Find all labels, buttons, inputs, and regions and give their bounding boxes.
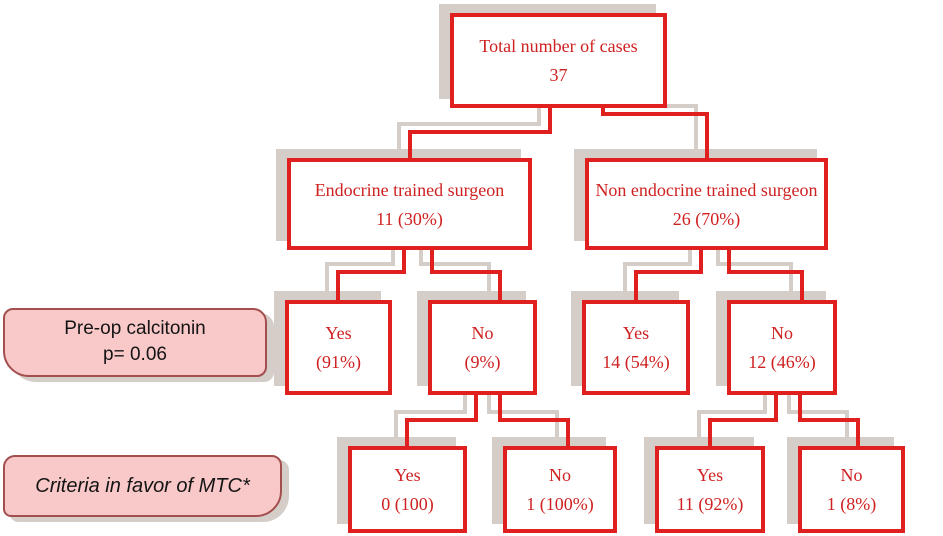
connector-shadow-segment [397,122,401,150]
row-label-preop-line1: Pre-op calcitonin [64,318,206,340]
node-non-endocrine-surgeon-title: Non endocrine trained surgeon [595,179,818,200]
connector-segment [708,418,712,446]
node-label: No [471,323,494,343]
node-label: Yes [325,323,352,343]
node-value: (91%) [316,352,361,372]
connector-segment [402,250,406,274]
connector-shadow-segment [399,122,541,126]
connector-shadow-segment [463,387,467,414]
connector-segment [336,270,406,274]
connector-segment [498,270,502,300]
connector-shadow-segment [555,410,559,438]
connector-shadow-segment [487,387,491,414]
connector-segment [548,108,552,134]
node-preop-calcitonin-nonendo-yes: Yes 14 (54%) [582,300,690,395]
connector-shadow-segment [716,242,720,266]
connector-shadow-segment [623,262,627,292]
node-value: 1 (8%) [826,494,877,514]
node-label: No [771,323,793,343]
node-endocrine-surgeon-value: 11 (30%) [376,208,443,229]
connector-shadow-segment [623,262,692,266]
node-value: 12 (46%) [748,352,816,372]
node-value: (9%) [464,352,501,372]
connector-segment [634,270,638,300]
connector-segment [856,418,860,446]
connector-segment [727,270,804,274]
node-criteria-mtc-nonendo-no: No 1 (8%) [798,446,905,533]
connector-shadow-segment [694,104,698,150]
connector-shadow-segment [325,262,395,266]
node-endocrine-surgeon: Endocrine trained surgeon 11 (30%) [287,158,532,250]
connector-segment [498,395,502,422]
connector-shadow-segment [688,242,692,266]
node-criteria-mtc-nonendo-yes: Yes 11 (92%) [655,446,765,533]
row-label-preop-calcitonin: Pre-op calcitonin p= 0.06 [3,308,267,377]
connector-segment [408,130,412,158]
row-label-criteria-line1: Criteria in favor of MTC* [35,475,250,497]
connector-shadow-segment [394,410,398,438]
connector-shadow-segment [419,242,423,266]
row-label-preop-pvalue: p= 0.06 [103,344,167,365]
connector-segment [800,270,804,300]
node-endocrine-surgeon-title: Endocrine trained surgeon [314,179,505,200]
node-criteria-mtc-endo-no: No 1 (100%) [503,446,617,533]
node-value: 14 (54%) [602,352,670,372]
connector-segment [336,270,340,300]
node-total-cases-title: Total number of cases [479,36,638,56]
connector-shadow-segment [419,262,491,266]
connector-shadow-segment [697,410,701,438]
connector-segment [405,418,409,446]
connector-segment [474,395,478,422]
connector-shadow-segment [487,262,491,292]
node-label: No [549,465,571,485]
connector-shadow-segment [763,387,767,414]
node-criteria-mtc-endo-yes: Yes 0 (100) [348,446,467,533]
connector-shadow-segment [787,410,849,414]
connector-segment [410,130,552,134]
connector-segment [566,418,570,446]
connector-shadow-segment [325,262,329,292]
connector-segment [634,270,703,274]
connector-shadow-segment [697,410,767,414]
connector-shadow-segment [716,262,793,266]
connector-segment [727,250,731,274]
connector-shadow-segment [845,410,849,438]
connector-segment [699,250,703,274]
connector-segment [405,418,478,422]
connector-shadow-segment [789,262,793,292]
node-label: Yes [696,465,724,485]
node-preop-calcitonin-endo-no: No (9%) [428,300,537,395]
connector-shadow-segment [787,387,791,414]
node-label: Yes [394,465,421,485]
connector-segment [798,395,802,422]
node-preop-calcitonin-nonendo-no: No 12 (46%) [727,300,837,395]
connector-shadow-segment [487,410,559,414]
node-label: Yes [622,323,650,343]
connector-segment [430,250,434,274]
node-preop-calcitonin-endo-yes: Yes (91%) [285,300,392,395]
connector-shadow-segment [537,100,541,126]
connector-shadow-segment [394,410,467,414]
connector-segment [430,270,502,274]
connector-segment [601,112,709,116]
node-total-cases-value: 37 [549,65,568,85]
row-label-criteria-mtc: Criteria in favor of MTC* [3,455,282,517]
node-value: 11 (92%) [676,494,744,514]
node-total-cases: Total number of cases 37 [450,13,667,108]
node-value: 1 (100%) [526,494,594,514]
connector-shadow-segment [391,242,395,266]
connector-segment [774,395,778,422]
node-label: No [840,465,863,485]
connector-segment [498,418,570,422]
connector-segment [705,112,709,158]
connector-segment [708,418,778,422]
connector-segment [798,418,860,422]
node-value: 0 (100) [381,494,434,514]
node-non-endocrine-surgeon-value: 26 (70%) [672,208,741,229]
node-non-endocrine-surgeon: Non endocrine trained surgeon 26 (70%) [585,158,828,250]
